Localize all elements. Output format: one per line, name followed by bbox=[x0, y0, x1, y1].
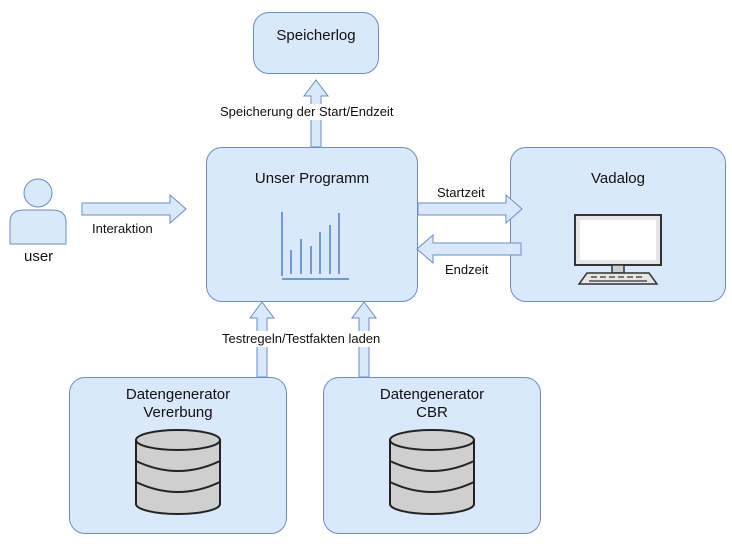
label-testregeln: Testregeln/Testfakten laden bbox=[220, 331, 383, 347]
monitor-icon bbox=[574, 214, 662, 285]
bar-chart-icon bbox=[281, 212, 349, 280]
gen-vererbung-box[interactable]: Datengenerator Vererbung bbox=[69, 377, 287, 534]
vadalog-box[interactable]: Vadalog bbox=[510, 147, 726, 302]
gen-cbr-title-1: Datengenerator bbox=[379, 386, 485, 403]
label-speicherung: Speicherung der Start/Endzeit bbox=[218, 104, 396, 120]
programm-box[interactable]: Unser Programm bbox=[206, 147, 418, 302]
arrow-interaktion bbox=[81, 193, 187, 225]
database-icon bbox=[389, 429, 475, 515]
label-startzeit: Startzeit bbox=[437, 185, 485, 200]
label-interaktion: Interaktion bbox=[92, 221, 153, 236]
gen-vererbung-title-2: Vererbung bbox=[143, 404, 213, 421]
user-icon bbox=[9, 178, 67, 245]
database-icon bbox=[135, 429, 221, 515]
gen-cbr-title-2: CBR bbox=[416, 404, 448, 421]
programm-title: Unser Programm bbox=[254, 170, 370, 187]
arrow-startzeit bbox=[417, 193, 523, 225]
vadalog-title: Vadalog bbox=[591, 170, 645, 187]
user-label: user bbox=[24, 248, 54, 265]
speicherlog-box[interactable]: Speicherlog bbox=[253, 12, 379, 74]
gen-cbr-box[interactable]: Datengenerator CBR bbox=[323, 377, 541, 534]
arrow-endzeit bbox=[416, 233, 522, 265]
gen-vererbung-title-1: Datengenerator bbox=[125, 386, 231, 403]
label-endzeit: Endzeit bbox=[445, 262, 489, 277]
speicherlog-title: Speicherlog bbox=[276, 27, 356, 44]
